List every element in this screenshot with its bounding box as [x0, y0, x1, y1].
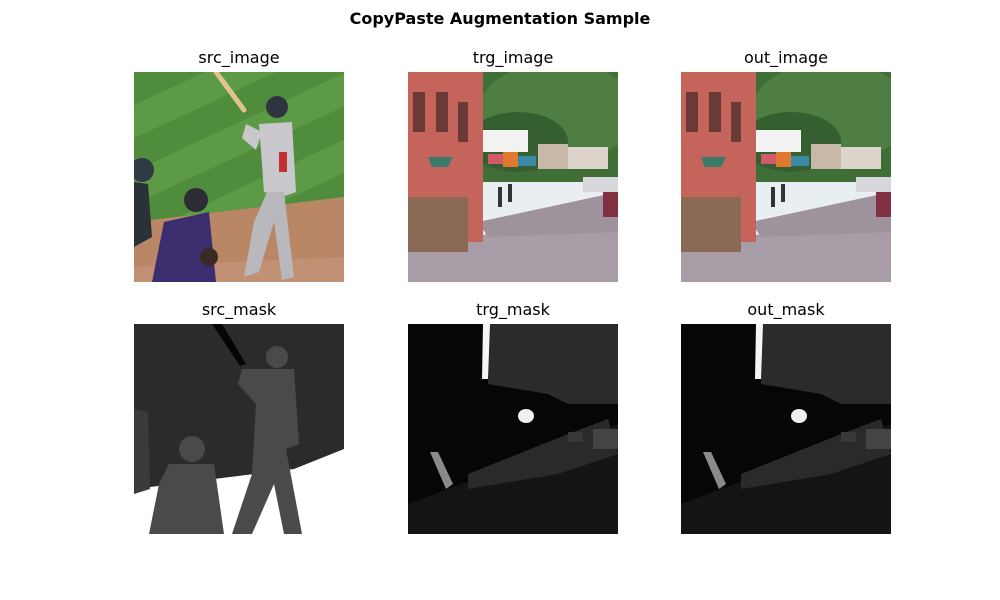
out-segmentation-mask [681, 324, 891, 534]
panel-title-src-mask: src_mask [201, 300, 277, 319]
street-photo [408, 72, 618, 282]
trg-image-panel [408, 72, 618, 282]
panel-title-trg-image: trg_image [472, 48, 554, 67]
src-segmentation-mask [134, 324, 344, 534]
trg-segmentation-mask [408, 324, 618, 534]
src-image-panel [134, 72, 344, 282]
panel-title-src-image: src_image [198, 48, 280, 67]
panel-title-trg-mask: trg_mask [476, 300, 550, 319]
out-image-panel [681, 72, 891, 282]
trg-mask-panel [408, 324, 618, 534]
out-mask-panel [681, 324, 891, 534]
panel-title-out-image: out_image [743, 48, 829, 67]
figure-title: CopyPaste Augmentation Sample [349, 9, 651, 28]
street-photo-output [681, 72, 891, 282]
panel-title-out-mask: out_mask [747, 300, 825, 319]
src-mask-panel [134, 324, 344, 534]
baseball-photo [134, 72, 344, 282]
